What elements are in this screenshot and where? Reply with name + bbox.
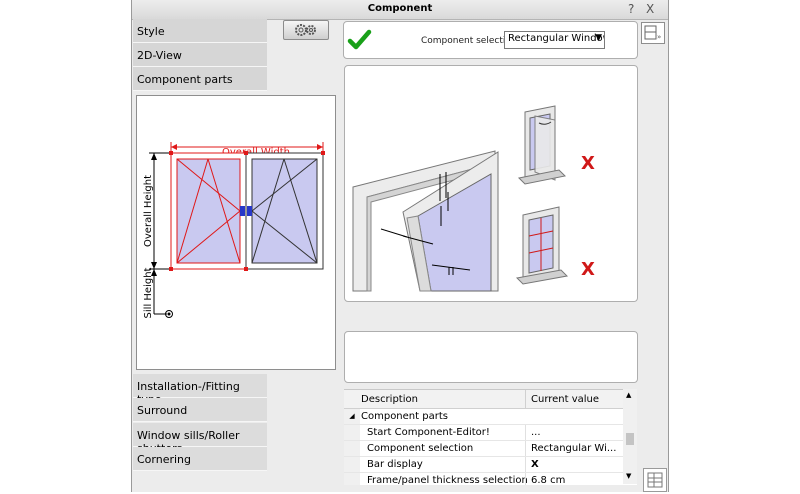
settings-button[interactable]: [283, 20, 329, 40]
table-row[interactable]: Component selection Rectangular Wi...: [344, 441, 637, 457]
scroll-down-icon[interactable]: ▼: [626, 472, 632, 480]
row-value: [525, 409, 530, 424]
window-title: Component: [367, 3, 433, 14]
component-dialog: Component ? X Style 2D-View Component pa…: [131, 0, 669, 492]
component-selection-dropdown[interactable]: Rectangular Window ▼: [504, 31, 605, 49]
confirm-button[interactable]: [346, 24, 374, 56]
nav-installation-fitting-type[interactable]: Installation-/Fitting type: [133, 374, 267, 406]
component-selection-label: Component selection:: [421, 36, 520, 46]
grid-icon: [647, 472, 663, 488]
title-bar: Component ? X: [132, 0, 668, 20]
window-drawing: Overall Width Overall Height Sill Height: [143, 142, 325, 318]
table-view-button[interactable]: [643, 468, 667, 492]
chevron-down-icon: ▼: [595, 33, 602, 43]
checkmark-icon: [347, 29, 372, 50]
collapse-icon[interactable]: ◢: [344, 409, 360, 424]
header-description: Description: [361, 394, 418, 405]
table-row[interactable]: ◢ Component parts: [344, 409, 637, 425]
row-value[interactable]: X: [525, 457, 539, 472]
table-scrollbar[interactable]: ▲ ▼: [623, 389, 637, 484]
row-value[interactable]: Rectangular Wi...: [525, 441, 616, 456]
property-table: Description Current value ◢ Component pa…: [344, 389, 637, 485]
right-handle-icon: [247, 206, 252, 216]
left-handle-icon: [240, 206, 245, 216]
row-description: Frame/panel thickness selection: [367, 475, 528, 485]
close-button[interactable]: X: [646, 2, 655, 16]
invalid-option-icon: X: [581, 259, 595, 280]
help-button[interactable]: ?: [628, 2, 635, 16]
row-description: Component selection: [367, 443, 474, 454]
table-header: Description Current value: [344, 390, 637, 409]
row-indent: [344, 441, 360, 456]
illustration-panel: X X: [344, 65, 638, 302]
scrollbar-thumb[interactable]: [626, 433, 634, 445]
info-panel: [344, 331, 638, 383]
row-description: Component parts: [361, 411, 448, 422]
table-row[interactable]: Frame/panel thickness selection 6.8 cm: [344, 473, 637, 485]
window-2d-preview: Overall Width Overall Height Sill Height: [136, 95, 336, 370]
svg-text:»: »: [657, 33, 661, 41]
row-description: Start Component-Editor!: [367, 427, 490, 438]
row-value[interactable]: 6.8 cm: [525, 473, 565, 485]
header-current-value: Current value: [525, 390, 599, 408]
right-sash-glass: [251, 158, 318, 264]
table-row[interactable]: Bar display X: [344, 457, 637, 473]
row-value[interactable]: ...: [525, 425, 541, 440]
layout-icon: »: [644, 25, 661, 41]
sill-height-label: Sill Height: [143, 267, 154, 318]
row-indent: [344, 473, 360, 485]
window-illustration: X X: [352, 105, 595, 292]
table-row[interactable]: Start Component-Editor! ...: [344, 425, 637, 441]
component-selection-value: Rectangular Window: [508, 33, 605, 44]
panel-toggle-button[interactable]: »: [641, 22, 665, 44]
row-indent: [344, 425, 360, 440]
nav-2d-view[interactable]: 2D-View: [133, 43, 267, 67]
left-sash-glass: [176, 158, 241, 264]
overall-height-label: Overall Height: [143, 175, 154, 247]
row-description: Bar display: [367, 459, 423, 470]
row-indent: [344, 457, 360, 472]
scroll-up-icon[interactable]: ▲: [626, 391, 632, 399]
nav-cornering[interactable]: Cornering: [133, 447, 267, 471]
gear-icon: [295, 24, 316, 36]
nav-surround[interactable]: Surround: [133, 398, 267, 422]
nav-window-sills-roller-shutters[interactable]: Window sills/Roller shutters: [133, 423, 267, 455]
nav-style[interactable]: Style: [133, 19, 267, 43]
nav-component-parts[interactable]: Component parts: [133, 67, 267, 91]
invalid-option-icon: X: [581, 153, 595, 174]
